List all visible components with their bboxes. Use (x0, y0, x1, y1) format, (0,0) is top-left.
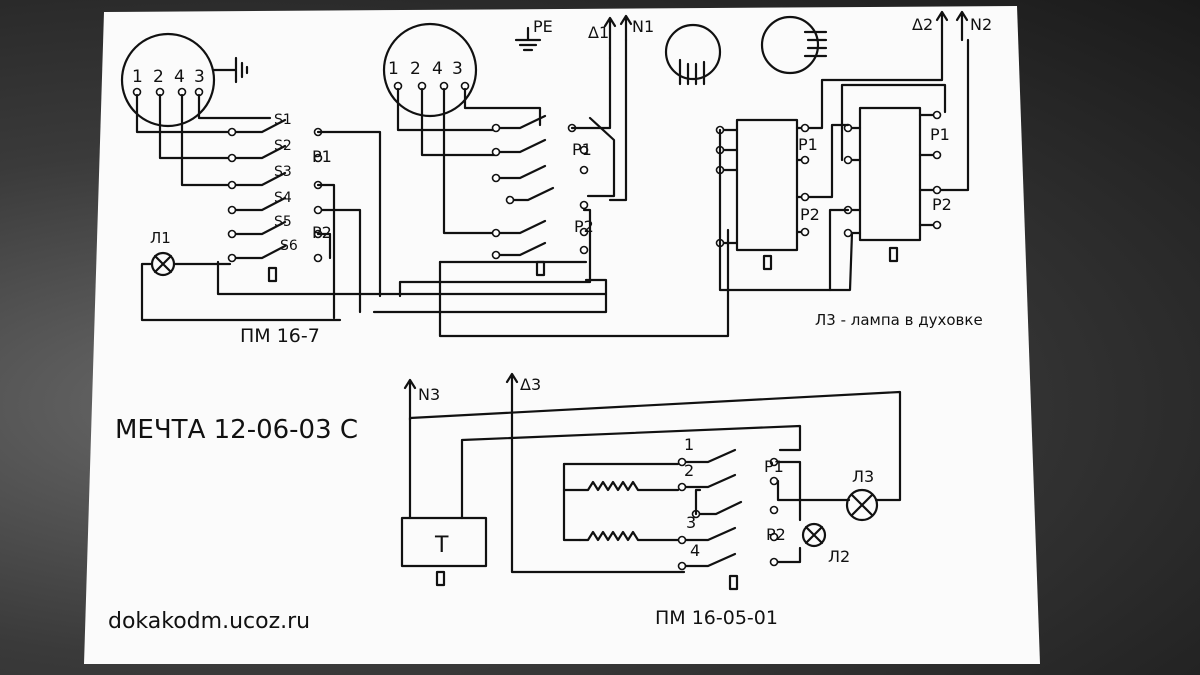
switch-housing-left (267, 266, 278, 283)
power-label-n2: N2 (970, 15, 992, 34)
pin-3-left: 3 (194, 67, 205, 87)
lamp-label-l2: Л2 (828, 547, 850, 566)
burner-circle-2 (760, 15, 820, 75)
model-label-left: ПМ 16-7 (240, 325, 320, 347)
bottom-switch-block: N3 Δ3 T 1 2 3 4 P1 P2 Л2 (400, 372, 902, 629)
middle-switch-block: 1 2 4 3 P1 P2 PE Δ1 (372, 14, 730, 338)
switch-label-s3: S3 (274, 164, 292, 180)
switch-label-s6: S6 (280, 238, 298, 254)
pin-4-mid: 4 (432, 59, 443, 79)
power-label-d1: Δ1 (588, 23, 609, 42)
oven-lamp-legend: Л3 - лампа в духовке (815, 311, 983, 329)
group-label-p2-r2: P2 (932, 195, 952, 214)
group-label-p1-mid: P1 (572, 140, 592, 159)
power-arrow-n1 (619, 14, 633, 42)
ground-symbol-left (212, 56, 249, 84)
switch-housing-thermostat (435, 570, 446, 587)
switch-label-s2: S2 (274, 138, 292, 154)
switch-number-4: 4 (690, 541, 700, 560)
pe-label: PE (533, 17, 553, 36)
power-arrow-d3 (505, 372, 519, 442)
group-label-p1-left: P1 (312, 147, 332, 166)
group-label-p2-bottom: P2 (766, 525, 786, 544)
switch-contacts-middle (491, 114, 589, 260)
switch-number-3: 3 (686, 513, 696, 532)
power-arrow-d2 (935, 10, 949, 27)
group-label-p1-r1: P1 (798, 135, 818, 154)
burner-circle-1 (664, 23, 722, 81)
power-arrow-n2 (955, 10, 969, 42)
power-label-d3: Δ3 (520, 375, 541, 394)
right-burner-block: P1 P2 P1 P2 Δ2 N2 Л3 - лампа в духовке (664, 10, 992, 329)
group-label-p1-r2: P1 (930, 125, 950, 144)
left-switch-block: 1 2 4 3 S1 S2 S3 S4 S5 S6 P1 P2 (120, 32, 608, 347)
stove-model-title: МЕЧТА 12-06-03 С (115, 415, 358, 445)
connector-circle-left (120, 32, 216, 128)
model-label-bottom: ПМ 16-05-01 (655, 607, 778, 629)
power-label-d2: Δ2 (912, 15, 933, 34)
power-label-n3: N3 (418, 385, 440, 404)
switch-number-2: 2 (684, 461, 694, 480)
connector-circle-middle (382, 22, 478, 118)
group-label-p2-mid: P2 (574, 217, 594, 236)
heater-element-1 (562, 480, 680, 492)
switch-housing-middle (535, 260, 546, 277)
pin-1-mid: 1 (388, 59, 399, 79)
heater-element-2 (578, 530, 680, 542)
power-label-n1: N1 (632, 17, 654, 36)
switch-number-1: 1 (684, 435, 694, 454)
pin-3-mid: 3 (452, 59, 463, 79)
pe-ground-symbol (514, 26, 542, 52)
lamp-l3 (845, 488, 879, 522)
pin-1-left: 1 (132, 67, 143, 87)
thermostat-box (400, 516, 488, 568)
switch-contacts-bottom (677, 448, 779, 571)
pin-2-left: 2 (153, 67, 164, 87)
switch-housing-bottom (728, 574, 739, 591)
power-arrow-n3 (403, 378, 417, 422)
switch-body-1 (735, 118, 799, 252)
switch-label-s4: S4 (274, 190, 292, 206)
switch-body-2 (858, 106, 922, 242)
switch-label-s1: S1 (274, 112, 292, 128)
lamp-l2 (801, 522, 827, 548)
thermostat-label: T (434, 533, 449, 558)
group-label-p2-left: P2 (312, 223, 332, 242)
switch-housing-r2 (888, 246, 899, 263)
website-label: dokakodm.ucoz.ru (108, 609, 310, 634)
lamp-label-l1: Л1 (150, 229, 171, 247)
group-label-p2-r1: P2 (800, 205, 820, 224)
group-label-p1-bottom: P1 (764, 457, 784, 476)
pin-2-mid: 2 (410, 59, 421, 79)
power-arrow-d1 (603, 16, 617, 60)
switch-label-s5: S5 (274, 214, 292, 230)
lamp-label-l3: Л3 (852, 467, 874, 486)
switch-housing-r1 (762, 254, 773, 271)
pin-4-left: 4 (174, 67, 185, 87)
